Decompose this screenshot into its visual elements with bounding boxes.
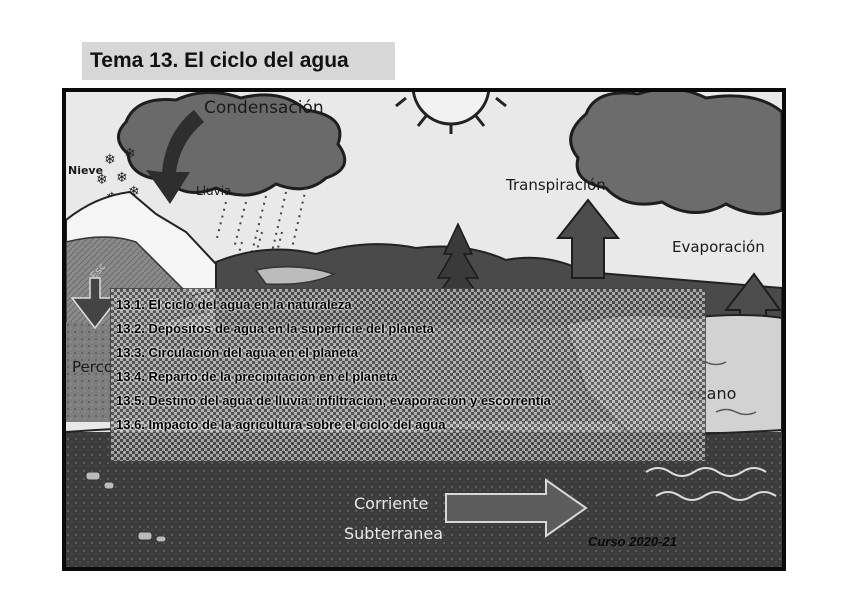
slide-title: Tema 13. El ciclo del agua xyxy=(90,49,349,73)
toc-item-13-1[interactable]: 13.1. El ciclo del agua en la naturaleza xyxy=(116,293,702,317)
label-groundwater-2: Subterranea xyxy=(344,524,443,543)
label-transpiration: Transpiración xyxy=(506,176,606,194)
svg-text:❄: ❄ xyxy=(124,146,136,162)
label-evaporation: Evaporación xyxy=(672,238,765,256)
svg-text:❄: ❄ xyxy=(104,152,116,168)
toc-item-13-5[interactable]: 13.5. Destino del agua de lluvia: infilt… xyxy=(116,389,702,413)
label-snow: Nieve xyxy=(68,164,103,177)
label-condensation: Condensación xyxy=(204,98,324,118)
course-label: Curso 2020-21 xyxy=(588,534,677,549)
label-percolation: Perco xyxy=(72,358,113,376)
toc-item-13-4[interactable]: 13.4. Reparto de la precipitación en el … xyxy=(116,365,702,389)
svg-text:❄: ❄ xyxy=(116,170,128,186)
label-rain: Lluvia xyxy=(196,184,231,198)
slide-title-box: Tema 13. El ciclo del agua xyxy=(82,42,395,80)
table-of-contents: 13.1. El ciclo del agua en la naturaleza… xyxy=(116,293,702,437)
toc-item-13-2[interactable]: 13.2. Depósitos de agua en la superficie… xyxy=(116,317,702,341)
toc-item-13-6[interactable]: 13.6. Impacto de la agricultura sobre el… xyxy=(116,413,702,437)
label-groundwater-1: Corriente xyxy=(354,494,428,513)
toc-item-13-3[interactable]: 13.3. Circulación del agua en el planeta xyxy=(116,341,702,365)
